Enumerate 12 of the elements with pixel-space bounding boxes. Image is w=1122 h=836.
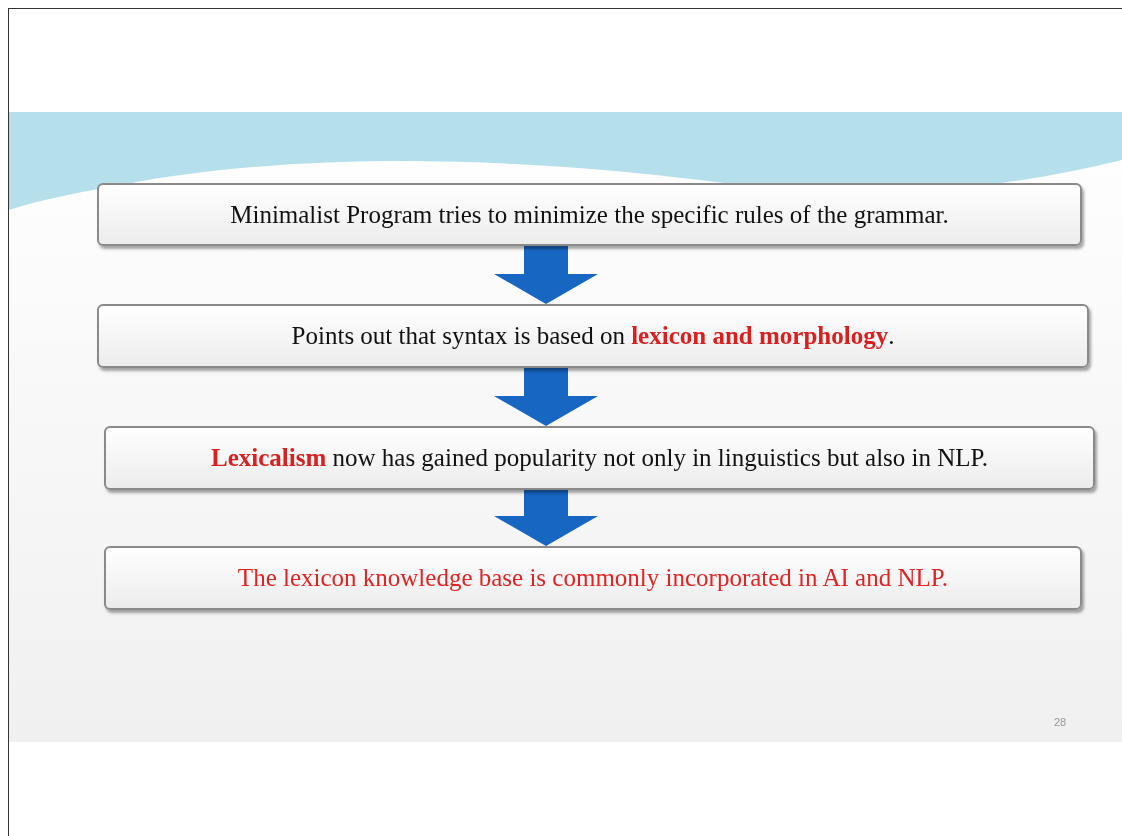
- text-box: [97, 183, 1082, 246]
- down-arrow: [494, 246, 598, 304]
- text-box: [104, 426, 1095, 490]
- down-arrow: [494, 368, 598, 426]
- down-arrow: [494, 490, 598, 546]
- text-box: [97, 304, 1089, 368]
- text-box: [104, 546, 1082, 610]
- statement-text: Lexicalism now has gained popularity not only in linguistics but also in NLP.: [210, 444, 988, 472]
- page-number: 28: [1054, 716, 1067, 728]
- statement-text: Points out that syntax is based on lexicon and morphology.: [291, 322, 895, 350]
- statement-text: The lexicon knowledge base is commonly incorporated in AI and NLP.: [237, 564, 949, 592]
- statement-text: Minimalist Program tries to minimize the specific rules of the grammar.: [230, 200, 949, 229]
